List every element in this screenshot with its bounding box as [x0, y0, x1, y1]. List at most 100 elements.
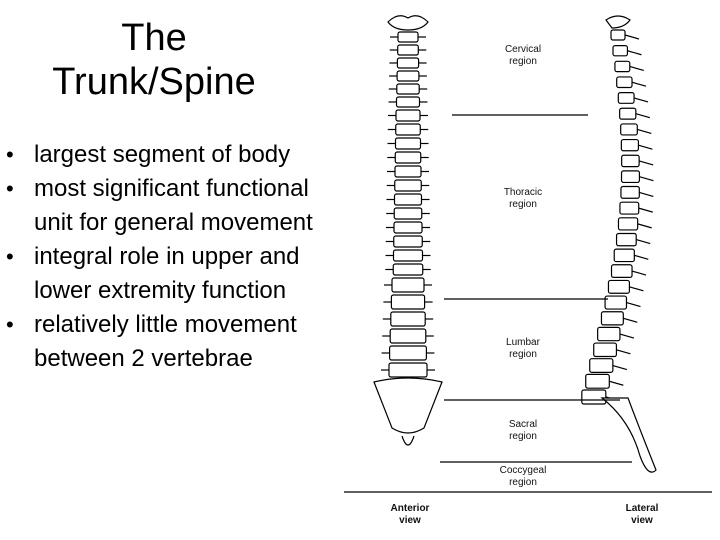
vertebral-body — [397, 31, 419, 43]
spinous-process — [612, 364, 628, 371]
vertebral-body — [613, 248, 635, 263]
bullet-dot-icon: • — [6, 244, 14, 269]
vertebral-body — [617, 217, 639, 231]
vertebral-body — [620, 170, 641, 184]
vertebral-body — [395, 96, 421, 108]
vertebral-body — [620, 138, 640, 152]
sacrum — [600, 397, 657, 473]
bullet-dot-icon: • — [6, 176, 14, 201]
vertebral-body — [615, 232, 637, 247]
bullet-item: •relatively little movement between 2 ve… — [0, 308, 320, 376]
spinous-process — [639, 191, 654, 197]
spinous-process — [629, 65, 644, 72]
vertebral-body — [394, 165, 422, 178]
vertebral-body — [614, 60, 631, 73]
vertebral-body — [397, 44, 419, 56]
vertebral-body — [390, 294, 426, 310]
vertebral-body — [391, 277, 425, 293]
vertebral-body — [600, 311, 624, 326]
vertebral-body — [393, 235, 423, 248]
vertebral-body — [619, 201, 640, 215]
vertebral-body — [617, 92, 635, 104]
spinous-process — [637, 128, 652, 135]
vertebral-body — [593, 342, 618, 358]
spinous-process — [623, 317, 638, 323]
spinous-process — [637, 223, 652, 229]
spinous-process — [624, 34, 640, 40]
spinous-process — [635, 113, 650, 119]
spinous-process — [639, 176, 654, 182]
vertebral-body — [620, 123, 638, 136]
spinous-process — [626, 301, 641, 308]
vertebral-body — [393, 193, 423, 206]
vertebral-body — [388, 362, 428, 378]
vertebral-body — [396, 70, 420, 82]
spinous-process — [638, 207, 653, 213]
coccyx — [401, 435, 415, 446]
vertebral-body — [395, 123, 421, 136]
slide-title: The Trunk/Spine — [20, 16, 288, 104]
bullet-item: •integral role in upper and lower extrem… — [0, 240, 320, 308]
vertebral-body — [392, 249, 424, 262]
spinous-process — [629, 286, 644, 292]
spinous-process — [631, 270, 647, 276]
vertebral-body — [388, 345, 427, 361]
spinous-process — [638, 160, 654, 166]
spinous-process — [634, 254, 649, 260]
region-divider-lines — [344, 114, 712, 493]
vertebral-body — [616, 76, 633, 89]
vertebral-body — [389, 328, 427, 344]
spinous-process — [636, 239, 651, 245]
spinous-process — [627, 50, 642, 56]
spine-illustration — [344, 15, 712, 493]
vertebral-body — [395, 109, 421, 122]
spinous-process — [633, 97, 649, 103]
vertebral-body — [589, 358, 614, 373]
spinous-process — [638, 144, 653, 150]
vertebral-body — [585, 373, 610, 389]
sacrum — [373, 377, 443, 434]
lateral-spine-drawing — [581, 15, 657, 473]
vertebral-body — [392, 263, 424, 276]
anterior-spine-drawing — [373, 15, 443, 446]
vertebral-body — [390, 311, 426, 327]
atlas-vertebra — [387, 15, 429, 31]
vertebral-body — [394, 151, 422, 164]
title-line-1: The — [121, 17, 187, 59]
vertebral-body — [612, 45, 629, 57]
bullet-item: •most significant functional unit for ge… — [0, 172, 320, 240]
vertebral-body — [393, 207, 423, 220]
vertebral-body — [581, 389, 607, 405]
spinous-process — [609, 380, 624, 386]
atlas-vertebra — [605, 15, 631, 29]
vertebral-body — [396, 83, 420, 95]
vertebral-body — [619, 107, 637, 120]
vertebral-body — [394, 137, 422, 150]
vertebral-body — [607, 279, 631, 294]
title-line-2: Trunk/Spine — [52, 61, 256, 103]
spinous-process — [631, 81, 647, 87]
bullet-list: •largest segment of body •most significa… — [0, 138, 320, 376]
vertebral-body — [610, 264, 633, 278]
spinous-process — [619, 333, 635, 339]
vertebral-body — [621, 154, 640, 168]
vertebral-body — [620, 185, 640, 199]
bullet-dot-icon: • — [6, 312, 14, 337]
bullet-item: •largest segment of body — [0, 138, 320, 172]
vertebral-body — [396, 57, 420, 69]
vertebral-body — [597, 326, 621, 342]
bullet-dot-icon: • — [6, 142, 14, 167]
vertebral-body — [610, 29, 626, 41]
vertebral-body — [393, 221, 423, 234]
spinous-process — [616, 349, 631, 355]
vertebral-body — [394, 179, 422, 192]
vertebral-body — [604, 295, 628, 310]
